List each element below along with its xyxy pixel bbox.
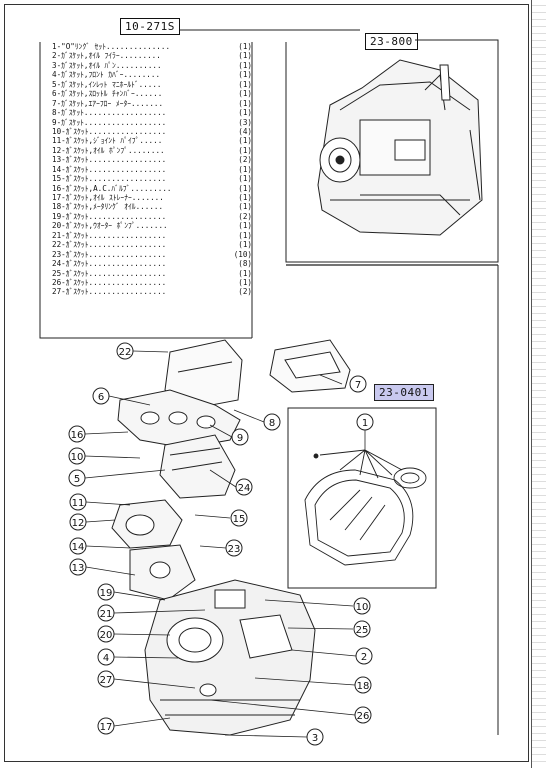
list-item: 6-ｶﾞｽｹｯﾄ,ｽﾛｯﾄﾙ ﾁｬﾝﾊﾞｰ......(1) — [52, 89, 252, 99]
list-bracket — [39, 42, 252, 339]
list-item: 7-ｶﾞｽｹｯﾄ,ｴｱｰﾌﾛｰ ﾒｰﾀｰ.......(1) — [52, 98, 252, 108]
svg-text:8: 8 — [269, 418, 275, 429]
svg-text:17: 17 — [100, 722, 113, 733]
svg-text:27: 27 — [100, 675, 113, 686]
list-item: 2-ｶﾞｽｹｯﾄ,ｵｲﾙ ﾌｲﾗｰ.........(1) — [52, 51, 252, 61]
svg-text:12: 12 — [72, 518, 85, 529]
list-item: 18-ｶﾞｽｹｯﾄ,ﾒｰﾀﾘﾝｸﾞ ｵｲﾙ......(1) — [52, 202, 252, 212]
callout-14: 14 — [69, 537, 87, 555]
callout-9: 9 — [231, 428, 249, 446]
callout-21: 21 — [97, 604, 115, 622]
engine-block-illustration — [144, 579, 316, 736]
list-item: 25-ｶﾞｽｹｯﾄ.................(1) — [52, 268, 252, 278]
list-item: 11-ｶﾞｽｹｯﾄ,ｼﾞｮｲﾝﾄ ﾊﾟｲﾌﾟ.....(1) — [52, 136, 252, 146]
page-border — [4, 4, 529, 762]
callout-5: 5 — [68, 469, 86, 487]
intake-manifold-illustration — [111, 389, 241, 601]
svg-text:15: 15 — [233, 514, 246, 525]
svg-text:6: 6 — [98, 392, 104, 403]
parts-list: 1-"O"ﾘﾝｸﾞ ｾｯﾄ..............(1) 2-ｶﾞｽｹｯﾄ,… — [52, 42, 252, 297]
svg-text:20: 20 — [100, 630, 113, 641]
svg-text:3: 3 — [312, 733, 318, 744]
callout-16: 16 — [68, 425, 86, 443]
svg-text:21: 21 — [100, 609, 113, 620]
svg-text:25: 25 — [356, 625, 369, 636]
callout-25: 25 — [353, 620, 371, 638]
callout-27: 27 — [97, 670, 115, 688]
callout-19: 19 — [97, 583, 115, 601]
callout-17: 17 — [97, 717, 115, 735]
list-item: 1-"O"ﾘﾝｸﾞ ｾｯﾄ..............(1) — [52, 42, 252, 51]
list-item: 17-ｶﾞｽｹｯﾄ,ｵｲﾙ ｽﾄﾚｰﾅｰ.......(1) — [52, 193, 252, 202]
gasket-ref-box: 23-0401 — [374, 384, 434, 401]
svg-text:11: 11 — [72, 498, 85, 509]
engine-ref-box: 23-800 — [365, 33, 418, 50]
svg-text:10: 10 — [71, 452, 84, 463]
svg-text:16: 16 — [71, 430, 84, 441]
svg-text:7: 7 — [355, 380, 361, 391]
list-item: 4-ｶﾞｽｹｯﾄ,ﾌﾛﾝﾄ ｶﾊﾞｰ........(1) — [52, 70, 252, 80]
svg-text:5: 5 — [74, 474, 80, 485]
leader-lines — [84, 350, 366, 738]
list-item: 5-ｶﾞｽｹｯﾄ,ｲﾝﾚｯﾄ ﾏﾆﾎｰﾙﾄﾞ.....(1) — [52, 79, 252, 89]
callout-3: 3 — [306, 728, 324, 746]
svg-text:4: 4 — [103, 653, 109, 664]
gasket-kit-frame — [287, 407, 437, 589]
list-item: 10-ｶﾞｽｹｯﾄ.................(4) — [52, 126, 252, 136]
list-item: 21-ｶﾞｽｹｯﾄ.................(1) — [52, 230, 252, 240]
list-item: 14-ｶﾞｽｹｯﾄ.................(1) — [52, 164, 252, 174]
svg-text:19: 19 — [100, 588, 113, 599]
callout-12: 12 — [69, 513, 87, 531]
list-item: 22-ｶﾞｽｹｯﾄ.................(1) — [52, 240, 252, 250]
engine-frame — [285, 39, 499, 263]
callouts: 22 6 7 8 16 9 10 5 24 11 12 15 14 23 13 … — [68, 342, 374, 746]
callout-26: 26 — [354, 706, 372, 724]
list-item: 24-ｶﾞｽｹｯﾄ.................(8) — [52, 259, 252, 269]
callout-8: 8 — [263, 413, 281, 431]
callout-20: 20 — [97, 625, 115, 643]
binding-edge — [531, 0, 546, 768]
svg-text:9: 9 — [237, 433, 243, 444]
svg-text:26: 26 — [357, 711, 370, 722]
callout-24: 24 — [235, 478, 253, 496]
list-item: 16-ｶﾞｽｹｯﾄ,A.C.ﾊﾞﾙﾌﾞ.........(1) — [52, 183, 252, 193]
callout-18: 18 — [354, 676, 372, 694]
svg-text:22: 22 — [119, 347, 132, 358]
svg-text:23: 23 — [228, 544, 241, 555]
callout-7: 7 — [349, 375, 367, 393]
callout-10-lower: 10 — [353, 597, 371, 615]
callout-15: 15 — [230, 509, 248, 527]
callout-2: 2 — [355, 647, 373, 665]
list-item: 27-ｶﾞｽｹｯﾄ.................(2) — [52, 287, 252, 297]
list-item: 9-ｶﾞｽｹｯﾄ..................(3) — [52, 117, 252, 127]
list-item: 26-ｶﾞｽｹｯﾄ.................(1) — [52, 277, 252, 287]
callout-6: 6 — [92, 387, 110, 405]
list-item: 20-ｶﾞｽｹｯﾄ,ｳｵｰﾀｰ ﾎﾟﾝﾌﾟ.......(1) — [52, 221, 252, 231]
list-item: 15-ｶﾞｽｹｯﾄ.................(1) — [52, 174, 252, 184]
list-item: 8-ｶﾞｽｹｯﾄ..................(1) — [52, 108, 252, 118]
callout-1: 1 — [356, 413, 374, 431]
svg-text:18: 18 — [357, 681, 370, 692]
list-item: 13-ｶﾞｽｹｯﾄ.................(2) — [52, 155, 252, 165]
list-item: 19-ｶﾞｽｹｯﾄ.................(2) — [52, 211, 252, 221]
list-item: 3-ｶﾞｽｹｯﾄ,ｵｲﾙ ﾊﾟﾝ..........(1) — [52, 60, 252, 70]
engine-assembly-illustration — [317, 59, 483, 236]
list-item: 12-ｶﾞｽｹｯﾄ,ｵｲﾙ ﾎﾟﾝﾌﾟ........(1) — [52, 145, 252, 155]
callout-4: 4 — [97, 648, 115, 666]
callout-11: 11 — [69, 493, 87, 511]
callout-22: 22 — [116, 342, 134, 360]
svg-text:2: 2 — [361, 652, 367, 663]
svg-text:24: 24 — [238, 483, 251, 494]
callout-13: 13 — [69, 558, 87, 576]
svg-text:10: 10 — [356, 602, 369, 613]
list-item: 23-ｶﾞｽｹｯﾄ.................(10) — [52, 249, 252, 259]
callout-23: 23 — [225, 539, 243, 557]
callout-10: 10 — [68, 447, 86, 465]
svg-text:13: 13 — [72, 563, 85, 574]
gasket-set-illustration — [304, 449, 427, 566]
list-ref-box: 10-271S — [120, 18, 180, 35]
svg-text:14: 14 — [72, 542, 85, 553]
svg-text:1: 1 — [362, 418, 368, 429]
